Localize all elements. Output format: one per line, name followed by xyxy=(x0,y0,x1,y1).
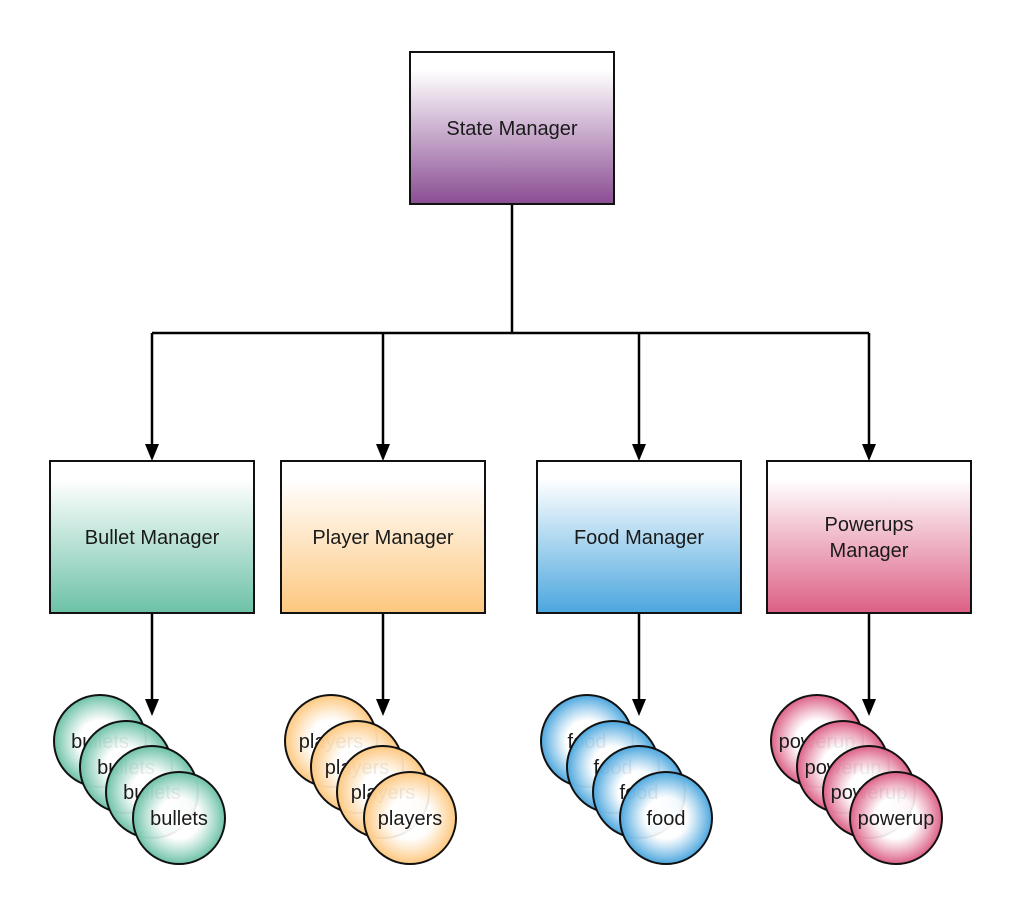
state-manager-node: State Manager xyxy=(409,51,615,205)
manager-nodes: Bullet Manager Player Manager Food Manager… xyxy=(49,460,972,614)
powerups-instance-label: powerup xyxy=(858,808,935,830)
player-instance-arrow xyxy=(376,699,390,716)
bullet-instance-label: bullets xyxy=(150,808,208,830)
state-manager-label: State Manager xyxy=(446,118,578,140)
player-instance-circle: players xyxy=(363,771,457,865)
food-drop-arrow xyxy=(632,444,646,461)
food-instance-stack: foodfoodfoodfood xyxy=(540,694,713,865)
powerups-drop-arrow xyxy=(862,444,876,461)
bullet-manager-box xyxy=(49,460,255,614)
powerups-manager-label: Manager xyxy=(830,540,909,562)
player-drop-arrow xyxy=(376,444,390,461)
food-manager-box xyxy=(536,460,742,614)
food-manager-label: Food Manager xyxy=(574,527,704,549)
instance-stacks: bulletsbulletsbulletsbullets playersplaye… xyxy=(53,694,943,865)
player-instance-stack: playersplayersplayersplayers xyxy=(284,694,457,865)
player-manager-label: Player Manager xyxy=(312,527,454,549)
bullet-drop-arrow xyxy=(145,444,159,461)
food-instance-circle: food xyxy=(619,771,713,865)
food-instance-label: food xyxy=(647,808,686,830)
powerups-manager-label: Powerups xyxy=(825,514,914,536)
powerups-manager-box xyxy=(766,460,972,614)
powerups-instance-circle: powerup xyxy=(849,771,943,865)
food-instance-arrow xyxy=(632,699,646,716)
player-instance-label: players xyxy=(378,808,442,830)
powerups-instance-stack: poweruppoweruppoweruppowerup xyxy=(770,694,943,865)
connector-lines xyxy=(145,204,876,716)
bullet-instance-stack: bulletsbulletsbulletsbullets xyxy=(53,694,226,865)
bullet-instance-circle: bullets xyxy=(132,771,226,865)
powerups-instance-arrow xyxy=(862,699,876,716)
bullet-manager-label: Bullet Manager xyxy=(85,527,220,549)
bullet-instance-arrow xyxy=(145,699,159,716)
state-manager-box xyxy=(409,51,615,205)
player-manager-box xyxy=(280,460,486,614)
